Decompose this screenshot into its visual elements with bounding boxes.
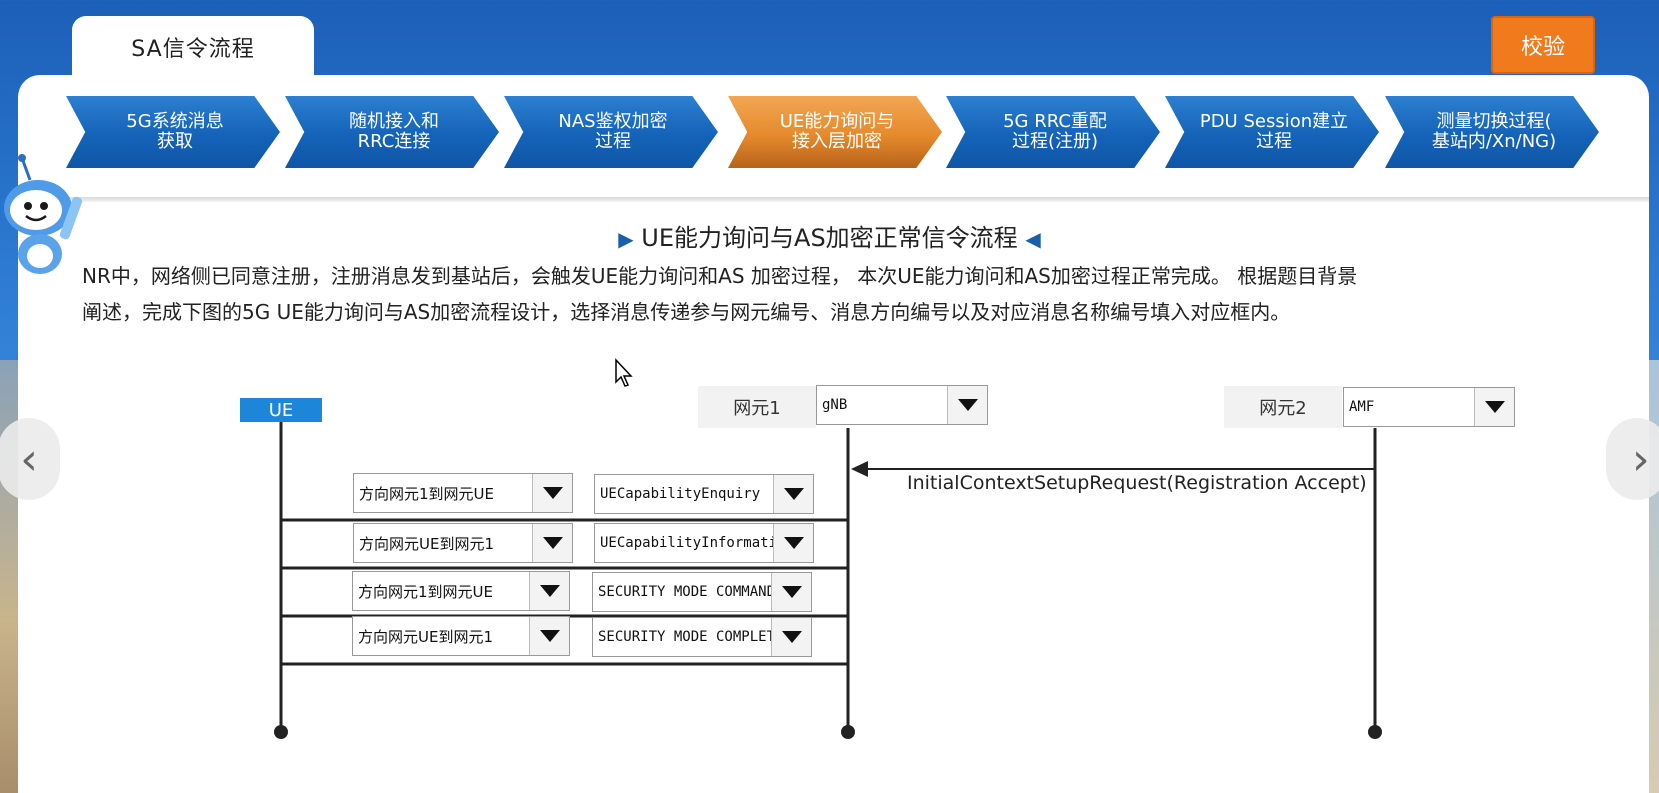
step-label: 5G RRC重配过程(注册) bbox=[1003, 111, 1107, 152]
select-value: 方向网元1到网元UE bbox=[359, 484, 495, 503]
direction-select-3[interactable]: 方向网元1到网元UE bbox=[352, 571, 570, 611]
chevron-left-icon: ‹ bbox=[20, 433, 38, 485]
move-cursor-icon bbox=[615, 358, 633, 387]
triangle-right-icon: ▶ bbox=[618, 227, 634, 251]
select-value: UECapabilityEnquiry bbox=[600, 486, 761, 502]
ne2-lifeline-end bbox=[1368, 725, 1382, 739]
chevron-down-icon bbox=[529, 617, 569, 655]
step-label: UE能力询问与接入层加密 bbox=[779, 111, 895, 152]
step-nas-auth[interactable]: NAS鉴权加密过程 bbox=[504, 96, 718, 168]
chevron-down-icon bbox=[529, 572, 569, 610]
description: NR中，网络侧已同意注册，注册消息发到基站后，会触发UE能力询问和AS 加密过程… bbox=[82, 258, 1582, 330]
direction-select-1[interactable]: 方向网元1到网元UE bbox=[353, 473, 573, 513]
robot-mascot-icon bbox=[4, 154, 83, 274]
description-line: NR中，网络侧已同意注册，注册消息发到基站后，会触发UE能力询问和AS 加密过程… bbox=[82, 264, 1358, 288]
step-handover[interactable]: 测量切换过程(基站内/Xn/NG) bbox=[1385, 96, 1599, 168]
step-label: PDU Session建立过程 bbox=[1199, 111, 1349, 152]
ne2-select[interactable]: AMF bbox=[1343, 387, 1515, 427]
main-panel bbox=[18, 75, 1649, 793]
select-value: AMF bbox=[1349, 399, 1375, 415]
chevron-down-icon bbox=[1474, 388, 1514, 426]
message-select-1[interactable]: UECapabilityEnquiry bbox=[594, 474, 814, 514]
step-system-info[interactable]: 5G系统消息获取 bbox=[66, 96, 280, 168]
message-select-4[interactable]: SECURITY MODE COMPLETE bbox=[592, 617, 812, 657]
ne1-select[interactable]: gNB bbox=[816, 385, 988, 425]
select-value: 方向网元1到网元UE bbox=[358, 582, 494, 601]
arrow-head-icon bbox=[851, 461, 868, 477]
chevron-down-icon bbox=[771, 618, 811, 656]
chevron-down-icon bbox=[771, 573, 811, 611]
chevron-right-icon: › bbox=[1632, 433, 1650, 485]
next-page-button[interactable]: › bbox=[1606, 418, 1659, 500]
chevron-down-icon bbox=[947, 386, 987, 424]
check-button[interactable]: 校验 bbox=[1491, 16, 1595, 74]
message-select-2[interactable]: UECapabilityInformation bbox=[594, 523, 814, 563]
select-value: 方向网元UE到网元1 bbox=[359, 534, 495, 553]
chevron-down-icon bbox=[773, 524, 813, 562]
chevron-down-icon bbox=[532, 524, 572, 562]
select-value: SECURITY MODE COMPLETE bbox=[598, 629, 771, 645]
select-value: 方向网元UE到网元1 bbox=[358, 627, 494, 646]
step-label: NAS鉴权加密过程 bbox=[558, 111, 668, 152]
incoming-message-label: InitialContextSetupRequest(Registration … bbox=[907, 472, 1367, 494]
section-heading: ▶ UE能力询问与AS加密正常信令流程 ◀ bbox=[0, 218, 1659, 253]
step-rrc-reconfig[interactable]: 5G RRC重配过程(注册) bbox=[946, 96, 1160, 168]
divider bbox=[18, 197, 1649, 202]
ne1-label: 网元1 bbox=[698, 386, 816, 428]
step-ue-capability[interactable]: UE能力询问与接入层加密 bbox=[728, 96, 942, 168]
message-select-3[interactable]: SECURITY MODE COMMAND bbox=[592, 572, 812, 612]
ne2-label: 网元2 bbox=[1224, 386, 1342, 428]
description-line: 阐述，完成下图的5G UE能力询问与AS加密流程设计，选择消息传递参与网元编号、… bbox=[82, 300, 1291, 324]
step-label: 5G系统消息获取 bbox=[126, 111, 224, 152]
direction-select-4[interactable]: 方向网元UE到网元1 bbox=[352, 616, 570, 656]
select-value: SECURITY MODE COMMAND bbox=[598, 584, 771, 600]
step-pdu-session[interactable]: PDU Session建立过程 bbox=[1165, 96, 1379, 168]
direction-select-2[interactable]: 方向网元UE到网元1 bbox=[353, 523, 573, 563]
select-value: UECapabilityInformation bbox=[600, 535, 773, 551]
ue-node: UE bbox=[240, 398, 322, 422]
select-value: gNB bbox=[822, 397, 848, 413]
title-tab: SA信令流程 bbox=[72, 16, 314, 78]
ue-lifeline-end bbox=[274, 725, 288, 739]
chevron-down-icon bbox=[773, 475, 813, 513]
triangle-left-icon: ◀ bbox=[1025, 227, 1041, 251]
prev-page-button[interactable]: ‹ bbox=[0, 418, 60, 500]
chevron-down-icon bbox=[532, 474, 572, 512]
heading-text: UE能力询问与AS加密正常信令流程 bbox=[641, 224, 1018, 252]
step-label: 测量切换过程(基站内/Xn/NG) bbox=[1431, 111, 1557, 152]
ne1-lifeline-end bbox=[841, 725, 855, 739]
